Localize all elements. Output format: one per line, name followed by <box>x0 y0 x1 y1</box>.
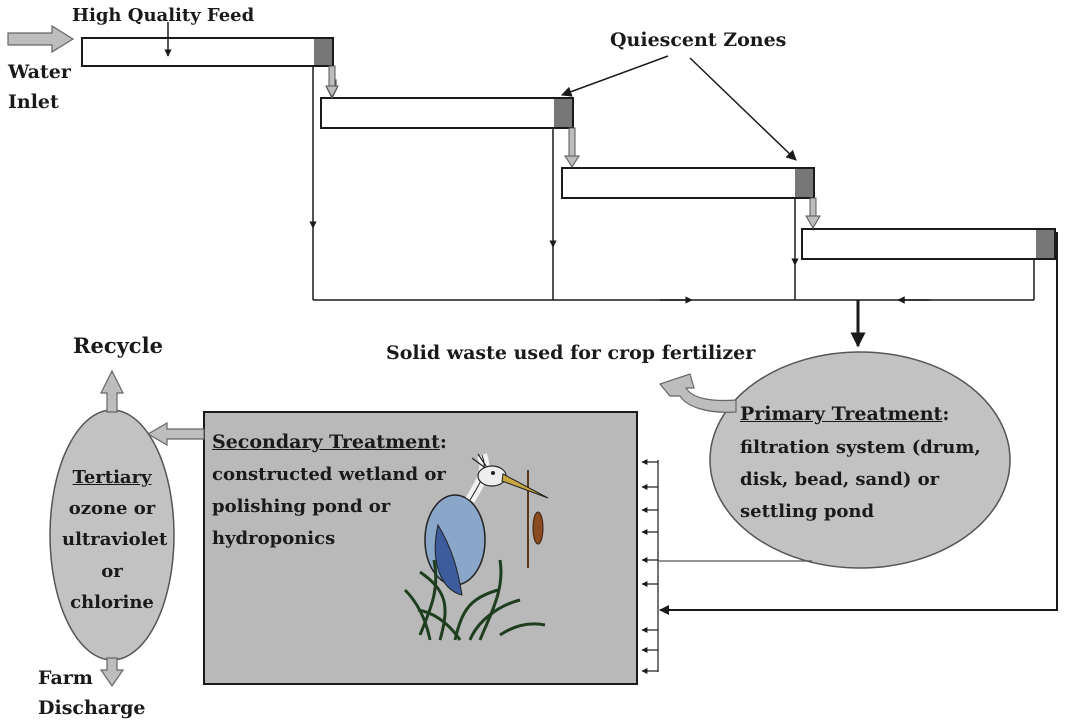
cascade-arrow-1-head <box>325 85 339 99</box>
primary-treatment-line2: disk, bead, sand) or <box>740 469 940 490</box>
raceway-tank-1 <box>81 37 334 67</box>
secondary-treatment-line1: constructed wetland or <box>212 464 446 485</box>
secondary-treatment-line3: hydroponics <box>212 528 336 549</box>
secondary-to-tertiary-arrow <box>146 421 205 447</box>
quiescent-pointer-1 <box>561 55 669 97</box>
farm-discharge-line2: Discharge <box>38 697 146 719</box>
secondary-inflow-arrows <box>641 459 659 674</box>
water-inlet-label-line1: Water <box>8 61 71 83</box>
primary-treatment-line3: settling pond <box>740 501 875 522</box>
solid-waste-arrow <box>658 373 737 413</box>
primary-treatment-title: Primary Treatment <box>740 403 943 425</box>
cascade-arrow-2 <box>564 155 580 168</box>
tertiary-treatment-title: Tertiary <box>72 467 152 488</box>
primary-treatment-line1: filtration system (drum, <box>740 437 981 458</box>
secondary-title-suffix: : <box>439 431 447 453</box>
primary-title-suffix: : <box>942 403 950 425</box>
recycle-arrow <box>100 369 124 413</box>
quiescent-zones-label: Quiescent Zones <box>610 29 787 51</box>
secondary-treatment-text: Secondary Treatment: <box>212 431 447 454</box>
heron-and-cattail-icon <box>403 453 549 641</box>
tertiary-line2: ultraviolet <box>62 529 168 550</box>
secondary-treatment-title: Secondary Treatment <box>212 431 440 453</box>
quiescent-zone-4 <box>1036 230 1054 258</box>
recycle-label: Recycle <box>73 333 163 358</box>
solid-waste-label: Solid waste used for crop fertilizer <box>386 342 756 364</box>
discharge-arrow <box>99 657 125 688</box>
secondary-treatment-line2: polishing pond or <box>212 496 391 517</box>
quiescent-zone-3 <box>795 169 813 197</box>
raceway-tank-4 <box>801 228 1056 260</box>
primary-treatment-ellipse <box>709 351 1011 569</box>
quiescent-zone-2 <box>554 99 572 127</box>
farm-discharge-line1: Farm <box>38 667 93 689</box>
water-inlet-arrow <box>7 24 75 54</box>
bypass-loop-line <box>659 232 1058 615</box>
feed-label: High Quality Feed <box>72 5 255 26</box>
raceway-tank-3 <box>561 167 815 199</box>
primary-treatment-text: Primary Treatment: <box>740 403 950 426</box>
quiescent-pointer-2 <box>689 57 797 161</box>
tertiary-line1: ozone or <box>68 498 156 519</box>
raceway-tank-2 <box>320 97 574 129</box>
tertiary-line4: chlorine <box>70 592 154 613</box>
water-inlet-label-line2: Inlet <box>8 91 59 113</box>
secondary-treatment-box <box>203 411 638 685</box>
tertiary-line3: or <box>101 561 123 582</box>
quiescent-zone-1 <box>314 39 332 65</box>
cascade-arrow-3 <box>805 215 821 229</box>
